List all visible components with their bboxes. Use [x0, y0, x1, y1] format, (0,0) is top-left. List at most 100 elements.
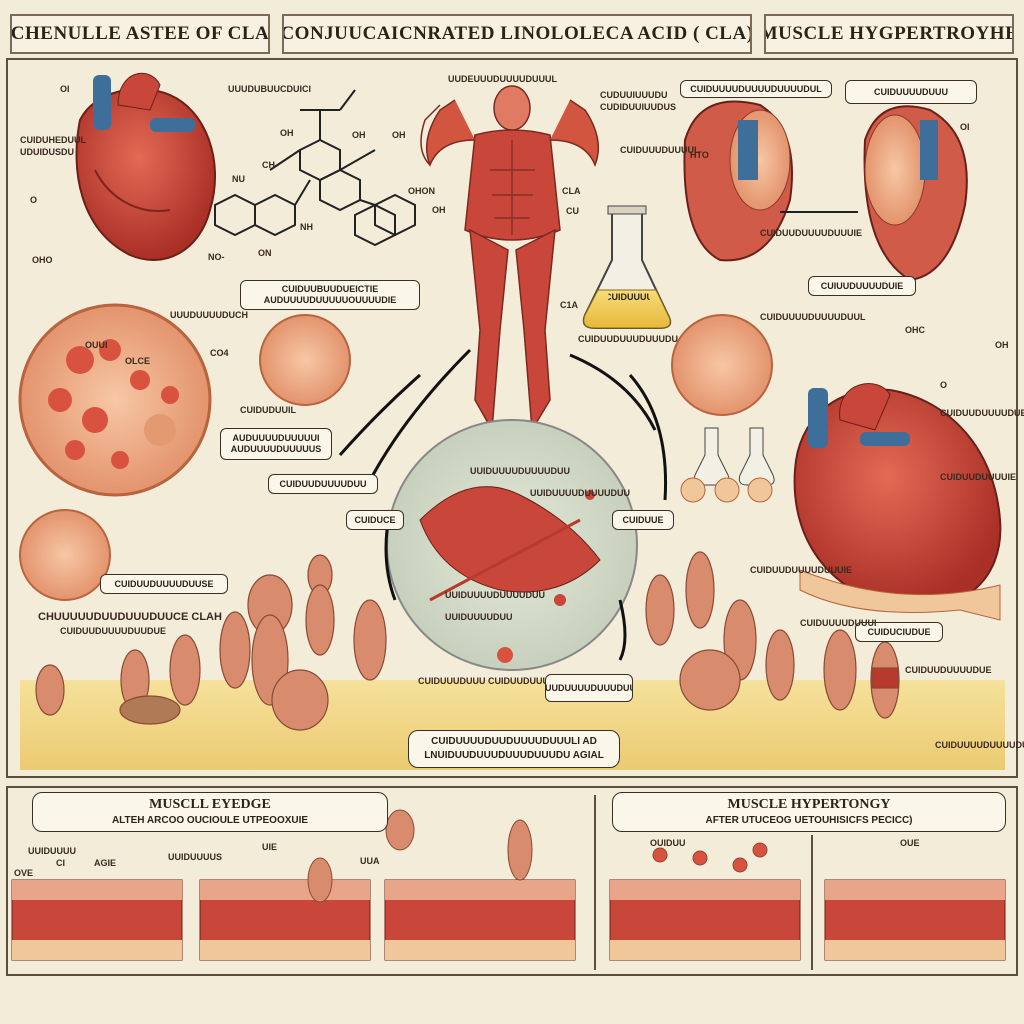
label-cell-left2: CUIDUDUUIL — [240, 405, 296, 415]
bottom-label-4: UUIDUUUU — [28, 846, 76, 856]
label-center-2: UUIDUUUUDUUUUDUU — [530, 488, 630, 498]
label-center-1: UUIDUUUUDUUUUDUU — [470, 466, 570, 476]
label-chem-oh2: OH — [352, 130, 366, 140]
bodybuilders-right — [645, 551, 900, 719]
label-body-c1a: C1A — [560, 300, 579, 310]
header-center-title: CONJUUCAICNRATED LINOLOLECA ACID ( CLA) — [282, 14, 752, 54]
bottom-label-uua: UUA — [360, 856, 380, 866]
label-right-ohc: OHC — [905, 325, 925, 335]
cell-mid-left — [259, 314, 351, 406]
label-right-oh: OH — [995, 340, 1009, 350]
main-diagram-frame — [6, 58, 1018, 778]
chemical-structure — [214, 89, 416, 247]
label-right-3: CUIDUUDUUUUDUE — [940, 408, 1024, 418]
label-body-right2: CUDIDUUIUUDUS — [600, 102, 676, 112]
right-bottom-box: CUIDUUDUUUUDUUUDUUUUE — [545, 674, 633, 702]
label-chem-top: UUUDUBUUCDUICI — [228, 84, 311, 94]
bottom-right-title-box: MUSCLE HYPERTONGY AFTER UTUCEOG UETOUHIS… — [612, 792, 1006, 832]
bottom-label-right1: OUIDUU — [650, 838, 686, 848]
label-bottom-left-title2: CUIDUUDUUUUDUUDUE — [60, 626, 166, 636]
label-cell-left-olce: OLCE — [125, 356, 151, 366]
header-right-title: MUSCLE HYGPERTROYHE — [764, 14, 1014, 54]
label-chem-oh4: OH — [432, 205, 446, 215]
muscle-cross-section-left — [683, 100, 793, 262]
label-body-cu: CU — [566, 206, 579, 216]
bottom-left-box: CUIDUUDUUUUDUUSE — [100, 574, 228, 594]
label-heart-oi: OI — [60, 84, 70, 94]
bottom-label-uie: UIE — [262, 842, 278, 852]
label-right-4: CUIDUUDUUUUIE — [940, 472, 1016, 482]
label-body-cla: CLA — [562, 186, 581, 196]
bottom-label-agie: AGIE — [94, 858, 117, 868]
bottom-left-title: MUSCLL EYEDGE — [149, 797, 271, 812]
right-box-comp: CUIDUCIUDUE — [855, 622, 943, 642]
center-bottom-line2: LNUIDUUDUUUDUUUDUUUDU AGIAL — [424, 750, 604, 761]
muscular-figure — [420, 85, 600, 433]
right-top-box2: CUIDUUUUDUUU — [845, 80, 977, 104]
label-body-right1: CUDUUIUUUDU — [600, 90, 668, 100]
label-chem-nu: NU — [232, 174, 245, 184]
label-chem-oh3: OH — [392, 130, 406, 140]
label-heart-left2: UDUIDUSDU — [20, 147, 74, 157]
center-box-top: CUIDUUDUUUUDUU — [268, 474, 378, 494]
label-right-hto: HTO — [690, 150, 709, 160]
center-box-right: CUIDUUE — [612, 510, 674, 530]
label-cell-left-ouui: OUUI — [85, 340, 108, 350]
label-chem-nh: NH — [300, 222, 313, 232]
label-chem-ohon: OHON — [408, 186, 435, 196]
bottom-figures — [307, 809, 768, 903]
bottom-label-5: UUIDUUUUS — [168, 852, 222, 862]
center-bottom-box: CUIDUUUUDUUDUUUUDUUULI AD LNUIDUUDUUUDUU… — [408, 730, 620, 768]
label-right-6: CUIDUUUUDUUUI — [800, 618, 877, 628]
label-heart-left1: CUIDUHEDUUL — [20, 135, 86, 145]
label-flask-text2: CUIDUUUDUUUUL — [620, 145, 700, 155]
label-cell-left1: UUUDUUUUDUCH — [170, 310, 248, 320]
label-right-1: CUIDUUDUUUUDUUUIE — [760, 228, 862, 238]
bottom-tissue-strips — [11, 795, 1006, 970]
label-chem-on: ON — [258, 248, 272, 258]
label-bottom-left-title1: CHUUUUUDUUDUUUDUUCE CLAH — [38, 612, 222, 623]
label-center-3: UUIDUUUUDUUUUDUU — [445, 590, 545, 600]
label-right-o: O — [940, 380, 948, 390]
flask-label: CUIDUUUU — [608, 291, 650, 302]
bottom-right-title: MUSCLE HYPERTONGY — [727, 797, 891, 812]
cell-mid-right — [671, 314, 773, 416]
right-mid-box: CUIUUDUUUUDUIE — [808, 276, 916, 296]
cell-bottom-left — [19, 509, 111, 601]
label-right-7: CUIDUUDUUUUDUE — [905, 665, 992, 675]
label-heart-o: O — [30, 195, 38, 205]
bottom-label-ove: OVE — [14, 868, 34, 878]
heart-right — [793, 383, 1002, 621]
label-heart-oho: OHO — [32, 255, 53, 265]
label-flask-text: CUIDUUDUUUDUUUDU — [578, 334, 678, 344]
small-flasks — [680, 427, 775, 503]
bottom-label-right2: OUE — [900, 838, 920, 848]
right-top-box: CUIDUUUUDUUUUDUUUUDUL — [680, 80, 832, 98]
bottom-panel-frame — [6, 786, 1018, 976]
bottom-left-subtitle: ALTEH ARCOO OUCIOULE UTPEOOXUIE — [111, 815, 309, 826]
left-mid-box: AUDUUUUDUUUUUI AUDUUUUDUUUUUS — [220, 428, 332, 460]
label-chem-ch: CH — [262, 160, 275, 170]
bottom-left-title-box: MUSCLL EYEDGE ALTEH ARCOO OUCIOULE UTPEO… — [32, 792, 388, 832]
label-right-5: CUIDUUDUUUUDUUUIE — [750, 565, 852, 575]
label-right-oi: OI — [960, 122, 970, 132]
label-cell-left-co4: CO4 — [210, 348, 229, 358]
center-box-left: CUIDUCE — [346, 510, 404, 530]
header-left-title: CHENULLE ASTEE OF CLA — [10, 14, 270, 54]
center-bottom-line1: CUIDUUUUDUUDUUUUDUUULI AD — [431, 736, 597, 747]
label-right-8: CUIDUUUUDUUUUDUE — [935, 740, 1024, 750]
bottom-right-subtitle: AFTER UTUCEOG UETOUHISICFS PECICC) — [705, 815, 913, 826]
label-chem-no: NO- — [208, 252, 225, 262]
center-muscle-circle — [386, 419, 638, 671]
muscle-cross-section-right — [863, 105, 968, 282]
label-chem-oh1: OH — [280, 128, 294, 138]
cell-left-box: CUIDUUBUUDUEICTIE AUDUUUUDUUUUUOUUUUDIE — [240, 280, 420, 310]
flow-arrows — [338, 348, 668, 661]
heart-top-left — [75, 72, 217, 261]
label-center-bottom-small: CUIDUUUDUUU CUIDUUDUUUUI — [418, 676, 558, 686]
fat-cell-left — [18, 303, 212, 497]
bodybuilders-left — [35, 554, 387, 731]
bottom-label-ci: CI — [56, 858, 65, 868]
label-center-4: UUIDUUUUDUU — [445, 612, 513, 622]
label-body-top: UUDEUUUDUUUUDUUUL — [448, 74, 557, 84]
